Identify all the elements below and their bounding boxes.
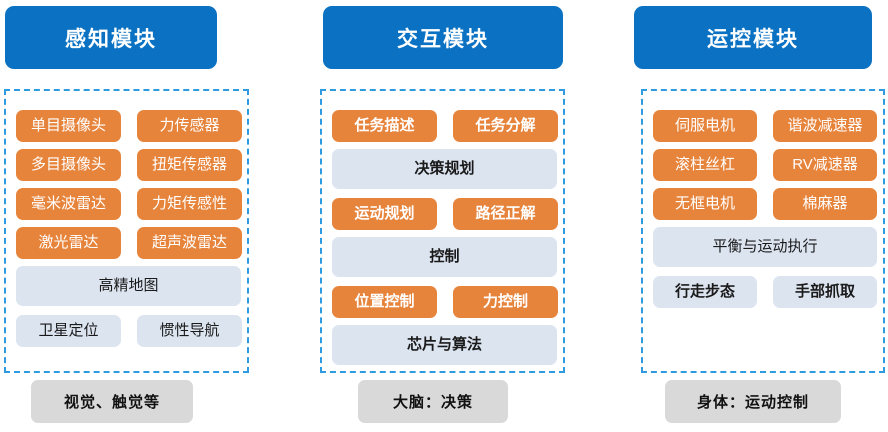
- chip-perception-4-0[interactable]: 高精地图: [16, 266, 241, 306]
- chip-interaction-3-0[interactable]: 控制: [332, 237, 557, 277]
- chip-perception-5-0[interactable]: 卫星定位: [16, 315, 121, 347]
- chip-interaction-0-1[interactable]: 任务分解: [453, 110, 558, 142]
- column-footer-motion-control: 身体：运动控制: [665, 380, 841, 423]
- chip-motion-control-2-1[interactable]: 棉麻器: [773, 188, 877, 220]
- chip-interaction-5-0[interactable]: 芯片与算法: [332, 325, 557, 365]
- column-header-perception: 感知模块: [5, 6, 217, 69]
- column-footer-perception: 视觉、触觉等: [31, 380, 193, 423]
- chip-interaction-1-0[interactable]: 决策规划: [332, 149, 557, 189]
- chip-interaction-4-0[interactable]: 位置控制: [332, 286, 437, 318]
- chip-motion-control-0-1[interactable]: 谐波减速器: [773, 110, 877, 142]
- column-footer-interaction: 大脑：决策: [358, 380, 508, 423]
- chip-perception-0-0[interactable]: 单目摄像头: [16, 110, 121, 142]
- chip-interaction-0-0[interactable]: 任务描述: [332, 110, 437, 142]
- chip-motion-control-4-0[interactable]: 行走步态: [653, 276, 757, 308]
- chip-perception-1-1[interactable]: 扭矩传感器: [137, 149, 242, 181]
- column-body-motion-control: 伺服电机谐波减速器滚柱丝杠 RV减速器无框电机棉麻器平衡与运动执行行走步态手部抓取: [641, 89, 885, 373]
- column-header-interaction: 交互模块: [323, 6, 563, 69]
- chip-interaction-2-1[interactable]: 路径正解: [453, 198, 558, 230]
- chip-interaction-2-0[interactable]: 运动规划: [332, 198, 437, 230]
- column-body-perception: 单目摄像头力传感器多目摄像头扭矩传感器毫米波雷达力矩传感性激光雷达超声波雷达高精…: [4, 89, 249, 373]
- chip-motion-control-2-0[interactable]: 无框电机: [653, 188, 757, 220]
- chip-perception-0-1[interactable]: 力传感器: [137, 110, 242, 142]
- column-motion-control: 运控模块伺服电机谐波减速器滚柱丝杠 RV减速器无框电机棉麻器平衡与运动执行行走步态…: [634, 0, 885, 432]
- chip-perception-1-0[interactable]: 多目摄像头: [16, 149, 121, 181]
- chip-perception-3-0[interactable]: 激光雷达: [16, 227, 121, 259]
- chip-motion-control-3-0[interactable]: 平衡与运动执行: [653, 227, 877, 267]
- column-header-motion-control: 运控模块: [634, 6, 872, 69]
- column-interaction: 交互模块任务描述任务分解决策规划运动规划路径正解控制位置控制力控制芯片与算法大脑…: [320, 0, 565, 432]
- chip-motion-control-1-1[interactable]: RV减速器: [773, 149, 877, 181]
- chip-perception-2-0[interactable]: 毫米波雷达: [16, 188, 121, 220]
- chip-interaction-4-1[interactable]: 力控制: [453, 286, 558, 318]
- chip-motion-control-0-0[interactable]: 伺服电机: [653, 110, 757, 142]
- chip-motion-control-4-1[interactable]: 手部抓取: [773, 276, 877, 308]
- chip-motion-control-1-0[interactable]: 滚柱丝杠: [653, 149, 757, 181]
- chip-perception-3-1[interactable]: 超声波雷达: [137, 227, 242, 259]
- column-body-interaction: 任务描述任务分解决策规划运动规划路径正解控制位置控制力控制芯片与算法: [320, 89, 565, 373]
- chip-perception-5-1[interactable]: 惯性导航: [137, 315, 242, 347]
- chip-perception-2-1[interactable]: 力矩传感性: [137, 188, 242, 220]
- column-perception: 感知模块单目摄像头力传感器多目摄像头扭矩传感器毫米波雷达力矩传感性激光雷达超声波…: [4, 0, 249, 432]
